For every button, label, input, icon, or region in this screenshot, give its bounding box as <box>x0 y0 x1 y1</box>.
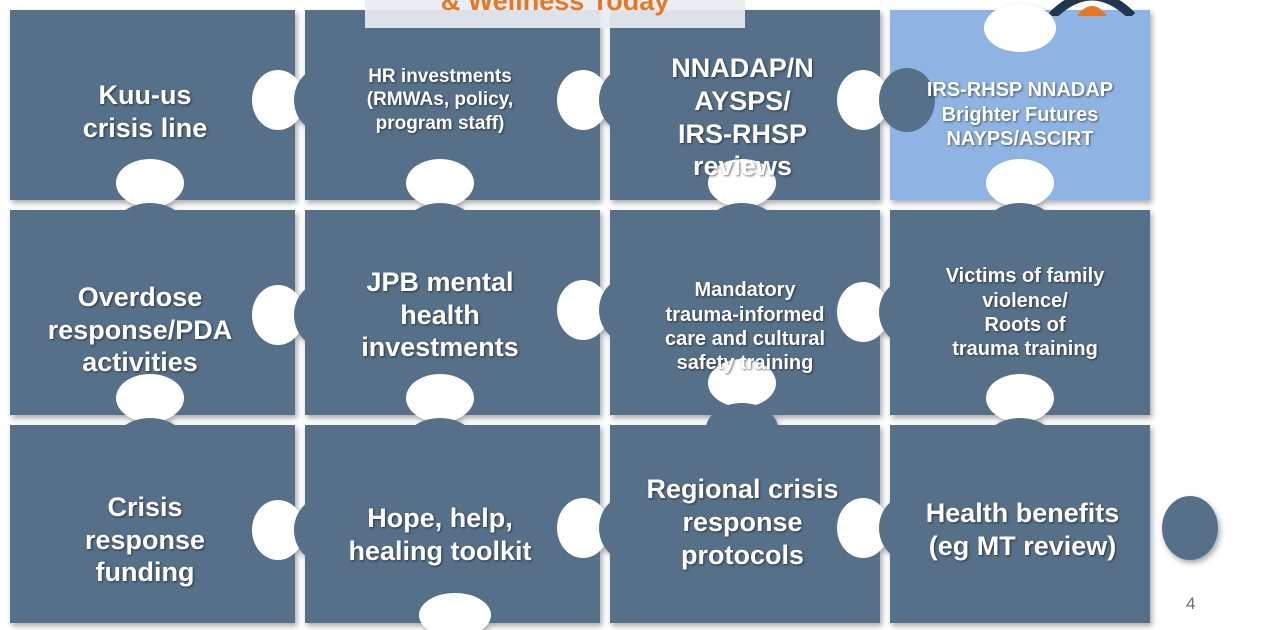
puzzle-socket-v-7 <box>986 374 1054 422</box>
piece-overdose-response: Overdose response/PDA activities <box>47 281 233 378</box>
puzzle-knob-right <box>1162 496 1218 560</box>
piece-health-benefits: Health benefits (eg MT review) <box>925 498 1120 561</box>
puzzle-socket-v-6 <box>708 359 776 407</box>
puzzle-knob-h-7 <box>599 496 655 560</box>
puzzle-knob-v-0 <box>114 203 186 255</box>
puzzle-knob-h-3 <box>294 283 350 347</box>
piece-irs-rhsp-programs: IRS-RHSP NNADAP Brighter Futures NAYPS/A… <box>926 79 1114 151</box>
logo-icon <box>1048 0 1136 16</box>
puzzle-socket-h-4 <box>557 280 609 340</box>
piece-hope-help-healing-toolkit: Hope, help, healing toolkit <box>348 503 532 566</box>
puzzle-socket-top-highlight <box>984 4 1056 52</box>
puzzle-knob-v-4 <box>114 418 186 470</box>
puzzle-knob-h-5 <box>879 280 935 344</box>
piece-jpb-mental-health: JPB mental health investments <box>361 266 519 363</box>
puzzle-socket-h-6 <box>252 500 304 560</box>
puzzle-knob-h-2 <box>879 68 935 132</box>
puzzle-knob-h-4 <box>599 278 655 342</box>
title-box <box>365 0 745 28</box>
page-number: 4 <box>1186 594 1196 613</box>
puzzle-knob-h-6 <box>294 498 350 562</box>
puzzle-socket-v-5 <box>406 374 474 422</box>
puzzle-socket-h-2 <box>837 70 889 130</box>
piece-shape-regional-protocols <box>610 425 880 623</box>
piece-mandatory-training: Mandatory trauma-informed care and cultu… <box>664 279 826 375</box>
piece-regional-crisis-protocols: Regional crisis response protocols <box>646 474 839 570</box>
puzzle-knob-h-8 <box>879 496 935 560</box>
puzzle-socket-v-2 <box>708 159 776 207</box>
piece-hr-investments: HR investments (RMWAs, policy, program s… <box>366 66 514 134</box>
puzzle-socket-h-5 <box>837 282 889 342</box>
puzzle-socket-h-3 <box>252 285 304 345</box>
puzzle-socket-h-0 <box>252 70 304 130</box>
puzzle-knob-v-5 <box>404 418 476 470</box>
puzzle-socket-h-7 <box>557 498 609 558</box>
puzzle-knob-v-6 <box>706 403 778 455</box>
slide-title: & Wellness Today <box>440 0 670 16</box>
piece-nnadap-reviews: NNADAP/N AYSPS/ IRS-RHSP reviews <box>671 52 814 182</box>
puzzle-socket-v-3 <box>986 159 1054 207</box>
puzzle-knob-v-1 <box>404 203 476 255</box>
puzzle-knob-v-3 <box>984 203 1056 255</box>
puzzle-socket-v-0 <box>116 159 184 207</box>
piece-victims-family-violence: Victims of family violence/ Roots of tra… <box>945 265 1105 361</box>
puzzle-socket-bottom <box>419 593 491 630</box>
piece-kuu-us-crisis-line: Kuu-us crisis line <box>82 80 208 143</box>
puzzle-knob-h-0 <box>294 68 350 132</box>
puzzle-socket-h-1 <box>557 70 609 130</box>
piece-crisis-response-funding: Crisis response funding <box>84 491 206 588</box>
puzzle-knob-v-2 <box>706 203 778 255</box>
puzzle-socket-v-1 <box>406 159 474 207</box>
puzzle-socket-v-4 <box>116 374 184 422</box>
puzzle-knob-h-1 <box>599 68 655 132</box>
puzzle-socket-h-8 <box>837 498 889 558</box>
puzzle-knob-v-7 <box>984 418 1056 470</box>
